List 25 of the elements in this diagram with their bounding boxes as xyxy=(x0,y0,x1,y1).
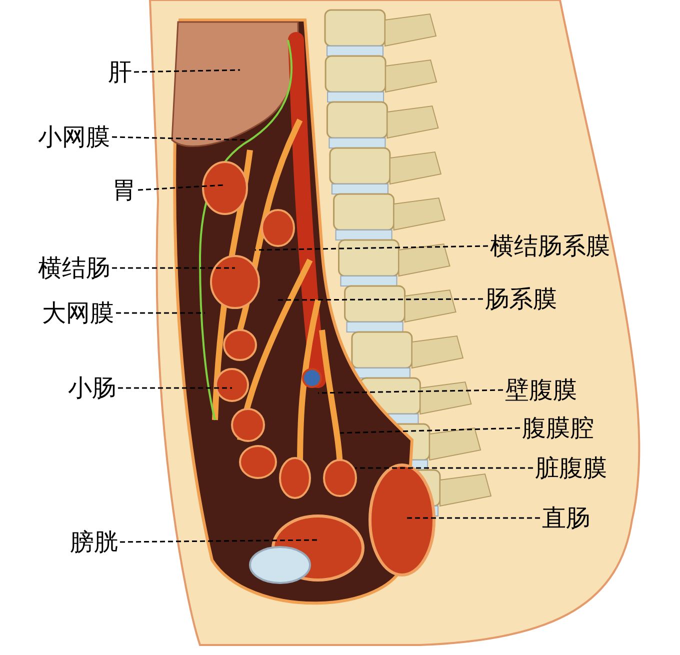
organ-label: 大网膜 xyxy=(42,299,114,327)
leader-line xyxy=(112,267,235,269)
leader-line xyxy=(318,389,504,394)
organ-label: 膀胱 xyxy=(70,528,118,556)
leader-line xyxy=(118,387,232,389)
organ-label: 横结肠系膜 xyxy=(490,232,610,260)
leader-line xyxy=(278,298,483,301)
leader-line xyxy=(120,539,318,543)
organ-label: 脏腹膜 xyxy=(535,454,607,482)
leader-line xyxy=(138,184,226,191)
organ-label: 壁腹膜 xyxy=(505,376,577,404)
leader-line xyxy=(340,427,520,434)
organ-label: 胃 xyxy=(112,176,136,204)
leader-line xyxy=(116,312,205,314)
organ-label: 肝 xyxy=(108,58,132,86)
leader-line xyxy=(405,517,540,519)
organ-label: 横结肠 xyxy=(38,254,110,282)
organ-label: 小网膜 xyxy=(38,123,110,151)
organ-label: 腹膜腔 xyxy=(522,414,594,442)
leader-line xyxy=(134,69,240,73)
organ-label: 小肠 xyxy=(68,374,116,402)
leader-line xyxy=(355,467,533,469)
leader-line xyxy=(254,245,488,251)
organ-label: 肠系膜 xyxy=(485,285,557,313)
organ-label: 直肠 xyxy=(542,504,590,532)
